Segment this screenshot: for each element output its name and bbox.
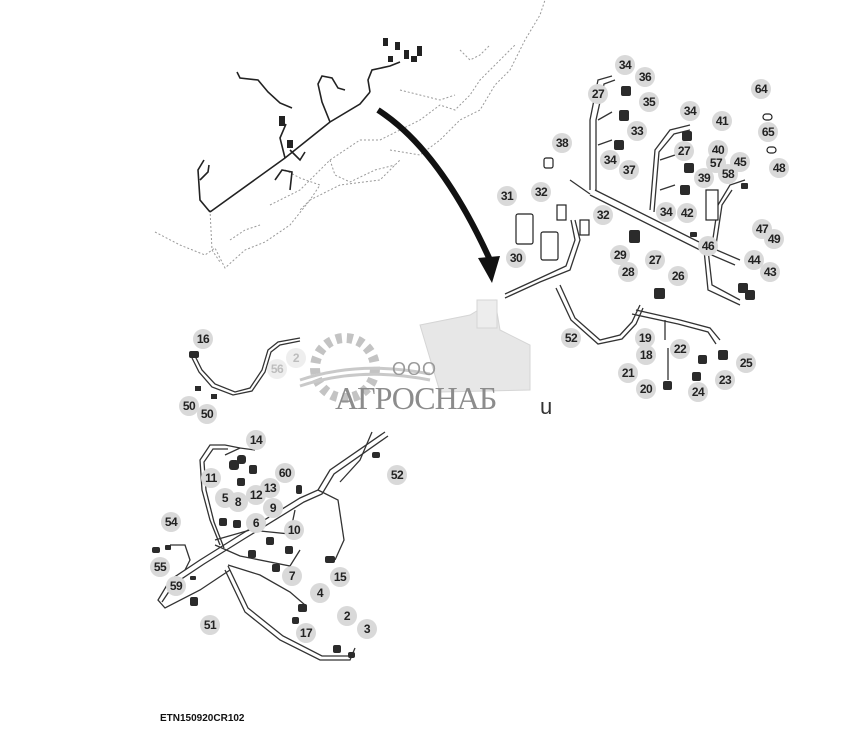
callout-37: 37	[619, 160, 639, 180]
callout-52: 52	[387, 465, 407, 485]
callout-7: 7	[282, 566, 302, 586]
callout-34: 34	[615, 55, 635, 75]
callout-4: 4	[310, 583, 330, 603]
callout-14: 14	[246, 430, 266, 450]
callout-44: 44	[744, 250, 764, 270]
callout-43: 43	[760, 262, 780, 282]
callout-24: 24	[688, 382, 708, 402]
callout-51: 51	[200, 615, 220, 635]
connectors-16	[189, 351, 217, 399]
callout-2: 2	[337, 606, 357, 626]
callout-20: 20	[636, 379, 656, 399]
callout-38: 38	[552, 133, 572, 153]
callout-52: 52	[561, 328, 581, 348]
callout-30: 30	[506, 248, 526, 268]
callout-22: 22	[670, 339, 690, 359]
callout-55: 55	[150, 557, 170, 577]
callout-18: 18	[636, 345, 656, 365]
callout-32: 32	[593, 205, 613, 225]
callout-27: 27	[588, 84, 608, 104]
callout-19: 19	[635, 328, 655, 348]
harness-detail-16	[191, 337, 301, 396]
relay-boxes	[515, 113, 777, 261]
callout-39: 39	[694, 168, 714, 188]
callout-64: 64	[751, 79, 771, 99]
callout-36: 36	[635, 67, 655, 87]
callout-23: 23	[715, 370, 735, 390]
drawing-code: ETN150920CR102	[160, 713, 245, 724]
callout-25: 25	[736, 353, 756, 373]
callout-2: 2	[286, 348, 306, 368]
callout-50: 50	[197, 404, 217, 424]
callout-3: 3	[357, 619, 377, 639]
callout-9: 9	[263, 498, 283, 518]
callout-56: 56	[267, 359, 287, 379]
callout-17: 17	[296, 623, 316, 643]
callout-46: 46	[698, 236, 718, 256]
callout-32: 32	[531, 182, 551, 202]
harness-connectors-top	[279, 38, 422, 148]
callout-12: 12	[246, 485, 266, 505]
callout-29: 29	[610, 245, 630, 265]
callout-28: 28	[618, 262, 638, 282]
callout-34: 34	[600, 150, 620, 170]
callout-59: 59	[166, 576, 186, 596]
callout-33: 33	[627, 121, 647, 141]
callout-8: 8	[228, 492, 248, 512]
callout-21: 21	[618, 363, 638, 383]
watermark-prefix: ООО	[392, 359, 438, 379]
callout-35: 35	[639, 92, 659, 112]
callout-34: 34	[680, 101, 700, 121]
harness-overview	[197, 61, 401, 213]
callout-27: 27	[645, 250, 665, 270]
callout-11: 11	[201, 468, 221, 488]
callout-54: 54	[161, 512, 181, 532]
callout-41: 41	[712, 111, 732, 131]
callout-49: 49	[764, 229, 784, 249]
connectors-right	[614, 86, 755, 390]
callout-50: 50	[179, 396, 199, 416]
callout-6: 6	[246, 513, 266, 533]
callout-16: 16	[193, 329, 213, 349]
watermark-logo	[299, 299, 531, 403]
callout-26: 26	[668, 266, 688, 286]
callout-27: 27	[674, 141, 694, 161]
watermark-suffix: u	[540, 394, 553, 419]
callout-34: 34	[656, 202, 676, 222]
callout-48: 48	[769, 158, 789, 178]
watermark-name: АГРОСНАБ	[335, 380, 497, 416]
callout-65: 65	[758, 122, 778, 142]
callout-15: 15	[330, 567, 350, 587]
connectors-lower	[152, 452, 380, 658]
machine-outline	[154, 0, 546, 269]
callout-60: 60	[275, 463, 295, 483]
harness-detail-right	[504, 75, 746, 380]
callout-45: 45	[730, 152, 750, 172]
callout-42: 42	[677, 203, 697, 223]
callout-arrow	[376, 107, 500, 283]
callout-10: 10	[284, 520, 304, 540]
harness-detail-lower	[157, 431, 389, 661]
callout-31: 31	[497, 186, 517, 206]
